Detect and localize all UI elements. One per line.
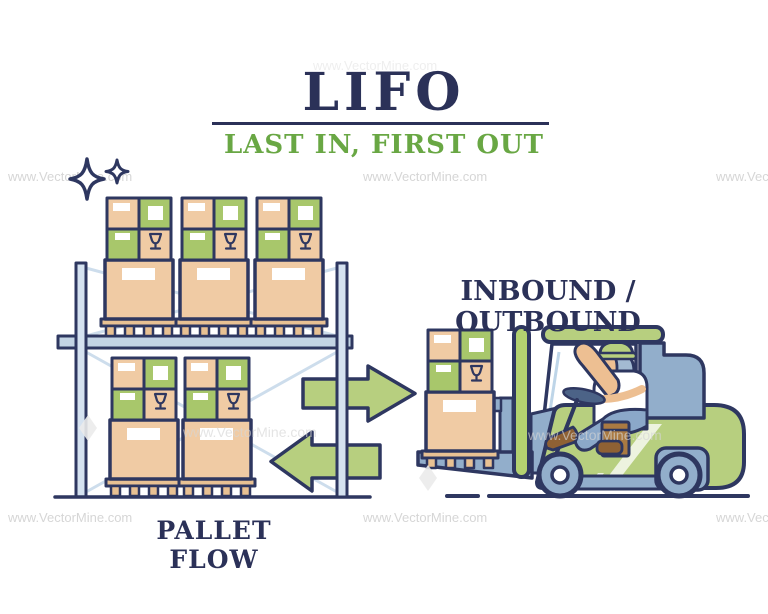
watermark: www.VectorMine.com — [363, 510, 488, 525]
watermark: www.VectorMine.com — [528, 427, 662, 443]
pallet-stack — [249, 196, 329, 338]
title-underline — [212, 122, 549, 125]
sparkles-icon — [68, 157, 130, 201]
rack-upright — [335, 261, 349, 499]
watermark: www.VectorMine.com — [716, 169, 768, 184]
watermark: www.VectorMine.com — [183, 424, 317, 440]
watermark: www.VectorMine.com — [313, 58, 438, 73]
forklift-mast — [512, 325, 531, 479]
flow-arrow-left-icon — [269, 430, 382, 493]
pallet-stack — [420, 328, 500, 470]
pallet-stack — [104, 356, 184, 498]
waving-arm — [573, 341, 621, 399]
page-subtitle: LAST IN, FIRST OUT — [223, 130, 545, 160]
watermark: www.VectorMine.com — [8, 510, 133, 525]
pallet-flow-label: PALLET FLOW — [156, 516, 272, 574]
steering-wheel — [562, 387, 606, 405]
watermark: www.VectorMine.com — [716, 510, 768, 525]
driver-boot — [544, 425, 579, 452]
forklift-roof — [541, 325, 665, 344]
diamond-watermark-icon — [419, 465, 437, 491]
forklift — [416, 325, 750, 499]
forklift-driver — [544, 340, 649, 458]
watermark: www.VectorMine.com — [363, 169, 488, 184]
page-title: LIFO — [302, 62, 466, 123]
flow-arrow-right-icon — [301, 364, 417, 423]
pallet-stack — [174, 196, 254, 338]
driver-boot — [595, 439, 624, 456]
pallet-stack — [99, 196, 179, 338]
inbound-outbound-label: INBOUND / OUTBOUND — [455, 276, 641, 338]
diamond-watermark-icon — [79, 415, 97, 441]
